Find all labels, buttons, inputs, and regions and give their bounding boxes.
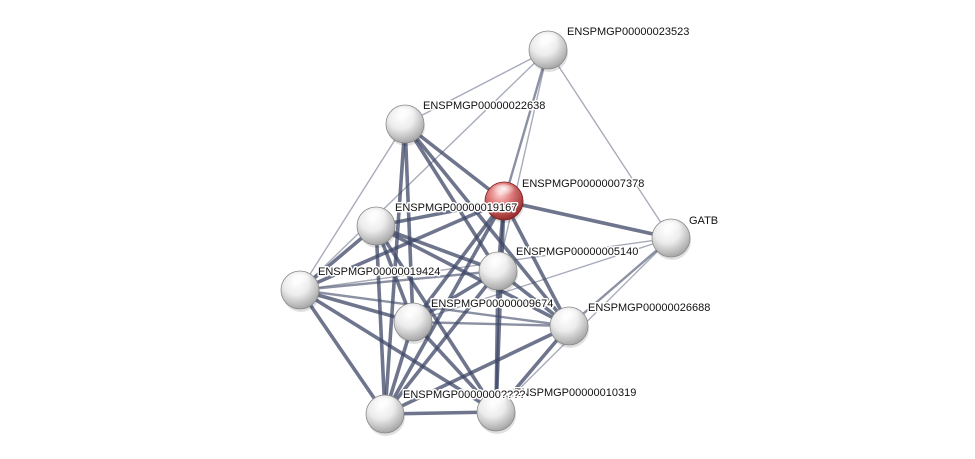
edge-n5140-n10319	[494, 269, 500, 414]
node-label-n19167: ENSPMGP00000019167	[395, 202, 517, 214]
label-layer: ENSPMGP00000023523ENSPMGP00000022638ENSP…	[317, 24, 720, 402]
node-label-n5140: ENSPMGP00000005140	[516, 246, 638, 258]
node-n9674[interactable]	[393, 302, 433, 344]
edge-n5140-n7xxx	[383, 269, 500, 416]
edge-n7378-n7xxx	[383, 199, 506, 416]
node-label-n26688: ENSPMGP00000026688	[588, 302, 710, 314]
edge-n5140-n19424	[298, 269, 500, 292]
node-n7378[interactable]	[484, 181, 524, 223]
edge-n23523-n7378	[502, 48, 550, 203]
node-label-n7378: ENSPMGP00000007378	[522, 178, 644, 190]
node-highlight-shine	[659, 221, 683, 236]
edge-n19167-n7xxx	[374, 224, 387, 416]
edge-n22638-n9674	[403, 122, 415, 324]
node-highlight-shine	[536, 33, 560, 48]
edge-n19167-n5140	[374, 224, 500, 273]
node-highlight-shine	[492, 184, 516, 199]
edge-gatb-n9674	[412, 237, 672, 323]
edge-gatb-n26688	[567, 236, 673, 328]
node-layer	[280, 30, 691, 436]
node-label-n23523: ENSPMGP00000023523	[567, 26, 689, 38]
edge-n7378-n9674	[411, 199, 506, 324]
edge-n23523-gatb	[547, 49, 672, 239]
edge-n19424-n9674	[298, 288, 415, 324]
node-highlight-shine	[401, 305, 425, 320]
edge-n7378-n19167	[374, 199, 506, 228]
node-n19424[interactable]	[280, 270, 320, 312]
node-gatb[interactable]	[651, 218, 691, 260]
edge-n22638-n5140	[403, 122, 500, 273]
node-n19167[interactable]	[356, 206, 396, 248]
node-highlight-shine	[393, 107, 417, 122]
node-n10319[interactable]	[476, 392, 516, 434]
edge-n7378-n26688	[502, 199, 571, 328]
node-highlight-shine	[484, 395, 508, 410]
node-n22638[interactable]	[385, 104, 425, 146]
node-n26688[interactable]	[549, 306, 589, 348]
edge-n7378-gatb	[502, 199, 673, 240]
node-highlight-shine	[364, 209, 388, 224]
node-label-n10319: ENSPMGP00000010319	[514, 387, 636, 399]
edge-n23523-n19424	[299, 49, 549, 291]
node-highlight-shine	[373, 397, 397, 412]
node-highlight-shine	[557, 309, 581, 324]
edge-n19167-n10319	[374, 224, 498, 414]
edge-n23523-n5140	[497, 49, 549, 272]
node-label-n19424: ENSPMGP00000019424	[318, 266, 440, 278]
edge-n26688-n7xxx	[383, 324, 571, 416]
edge-n23523-n22638	[404, 49, 549, 125]
edge-n19424-n7xxx	[298, 288, 387, 416]
edge-n9674-n26688	[411, 320, 571, 328]
edge-n22638-n19424	[299, 123, 406, 291]
edge-n9674-n10319	[411, 320, 498, 414]
node-label-n7xxx: ENSPMGP0000000????	[403, 389, 525, 401]
node-label-n22638: ENSPMGP00000022638	[423, 100, 545, 112]
node-label-gatb: GATB	[689, 215, 718, 227]
node-label-n9674: ENSPMGP00000009674	[431, 298, 553, 310]
edge-n19424-n10319	[298, 288, 498, 414]
edge-n7378-n19424	[298, 199, 506, 292]
node-n23523[interactable]	[528, 30, 568, 72]
node-n5140[interactable]	[478, 251, 518, 293]
node-n7xxx[interactable]	[365, 394, 405, 436]
edge-n22638-n7378	[403, 122, 506, 203]
node-highlight-shine	[486, 254, 510, 269]
node-highlight-shine	[288, 273, 312, 288]
edge-n19424-n26688	[298, 288, 571, 328]
edge-n19167-n26688	[374, 224, 571, 328]
edge-n22638-n7xxx	[383, 122, 407, 416]
